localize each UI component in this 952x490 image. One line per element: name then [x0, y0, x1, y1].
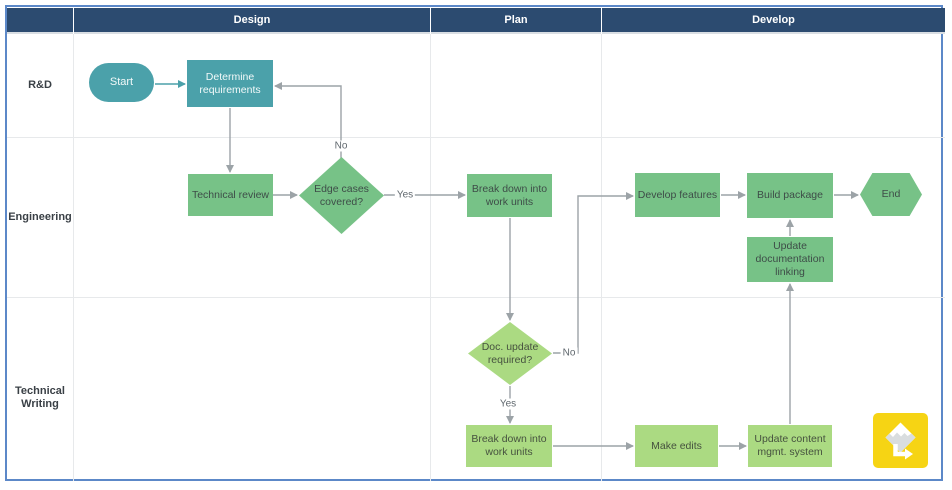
lane-divider-rd-engineering	[7, 137, 945, 138]
node-make-edits: Make edits	[635, 425, 718, 467]
lane-label-engineering: Engineering	[8, 211, 72, 223]
node-build-package: Build package	[747, 173, 833, 218]
node-update-content-mgmt-system: Update content mgmt. system	[748, 425, 832, 467]
edge-label-no-doc-update: No	[560, 347, 578, 359]
node-technical-review: Technical review	[188, 174, 273, 216]
lane-divider-engineering-techwriting	[7, 297, 945, 298]
lane-column-divider	[73, 34, 74, 481]
node-update-documentation-linking: Update documentation linking	[747, 237, 833, 282]
edge-label-no-edge-cases: No	[332, 140, 350, 152]
header-separator	[73, 8, 74, 34]
header-separator	[430, 8, 431, 34]
edge-label-yes-doc-update: Yes	[497, 398, 519, 410]
phase-divider-plan-develop	[601, 34, 602, 481]
edge-label-yes-edge-cases: Yes	[394, 189, 416, 201]
node-break-down-work-units-engineering: Break down into work units	[467, 174, 552, 217]
node-develop-features: Develop features	[635, 173, 720, 217]
lane-label-technical-writing: Technical Writing	[15, 385, 65, 411]
phase-header-bar	[7, 8, 945, 34]
header-separator	[601, 8, 602, 34]
node-end: End	[860, 173, 922, 216]
phase-develop: Develop	[752, 14, 795, 26]
node-break-down-work-units-techwriting: Break down into work units	[466, 425, 552, 467]
phase-divider-design-plan	[430, 34, 431, 481]
node-determine-requirements: Determine requirements	[187, 60, 273, 107]
lane-label-rd: R&D	[28, 79, 52, 91]
diamond-bent-arrow-logo-icon[interactable]	[873, 413, 928, 468]
node-start: Start	[89, 63, 154, 102]
phase-design: Design	[233, 14, 271, 26]
phase-plan: Plan	[504, 14, 528, 26]
